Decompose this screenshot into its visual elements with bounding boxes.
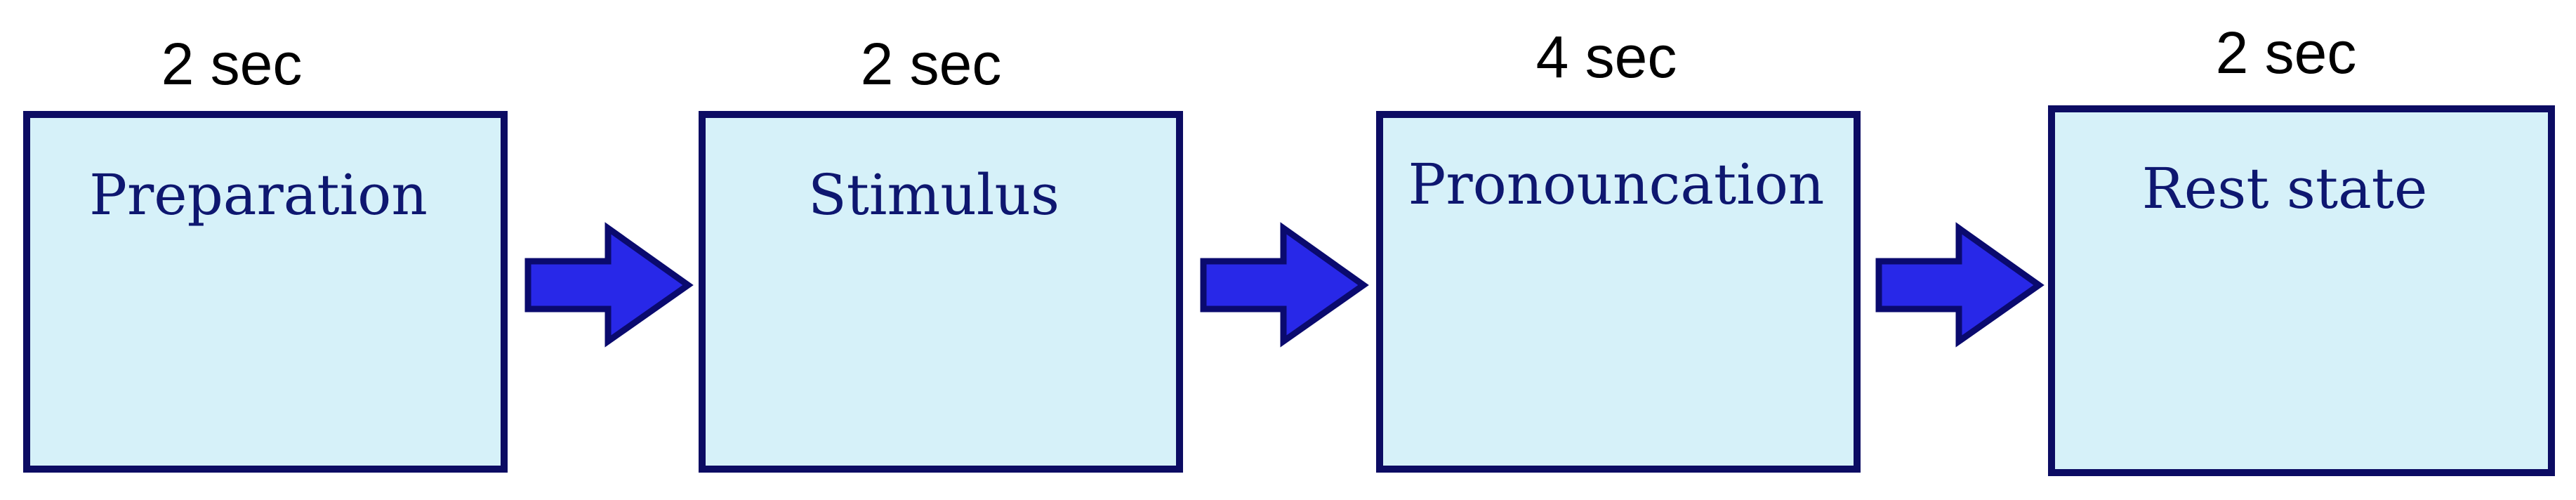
step-pronouncation: 4 sec Pronouncation (1376, 24, 1861, 473)
step-box-border (1376, 111, 1861, 473)
step-duration-label: 2 sec (2216, 20, 2357, 86)
step-box (2052, 109, 2551, 473)
step-preparation: 2 sec Preparation (23, 31, 508, 473)
step-box-border (699, 111, 1183, 473)
right-arrow-outline (1200, 222, 1369, 348)
step-duration-label: 2 sec (861, 31, 1002, 97)
step-stimulus: 2 sec Stimulus (699, 31, 1183, 473)
step-rest-state: 2 sec Rest state (2048, 20, 2555, 476)
step-label: Pronouncation (1408, 152, 1825, 217)
step-box (702, 114, 1180, 469)
step-duration-label: 4 sec (1536, 24, 1677, 90)
arrow-1 (524, 222, 694, 348)
step-box (1380, 114, 1857, 469)
arrow-3 (1875, 222, 2045, 348)
step-box-border (23, 111, 508, 473)
step-duration-label: 2 sec (161, 31, 303, 97)
step-label: Rest state (2142, 156, 2428, 221)
right-arrow-outline (1875, 222, 2045, 348)
arrow-2 (1200, 222, 1369, 348)
step-label: Stimulus (808, 162, 1059, 228)
step-box (27, 114, 504, 469)
step-label: Preparation (89, 162, 428, 228)
step-box-border (2048, 105, 2555, 476)
right-arrow-outline (524, 222, 694, 348)
